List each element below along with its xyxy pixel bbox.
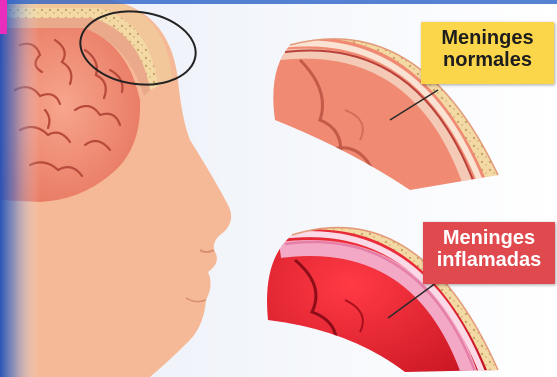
pink-corner-tab: [0, 0, 7, 34]
label-normal-meninges: Meninges normales: [421, 22, 554, 84]
label-normal-line2: normales: [421, 50, 554, 72]
label-inflamed-meninges: Meninges inflamadas: [423, 222, 555, 284]
blue-edge: [0, 0, 40, 377]
label-inflamed-line1: Meninges: [423, 228, 555, 250]
top-border: [0, 0, 557, 4]
label-normal-line1: Meninges: [421, 28, 554, 50]
label-inflamed-line2: inflamadas: [423, 250, 555, 272]
